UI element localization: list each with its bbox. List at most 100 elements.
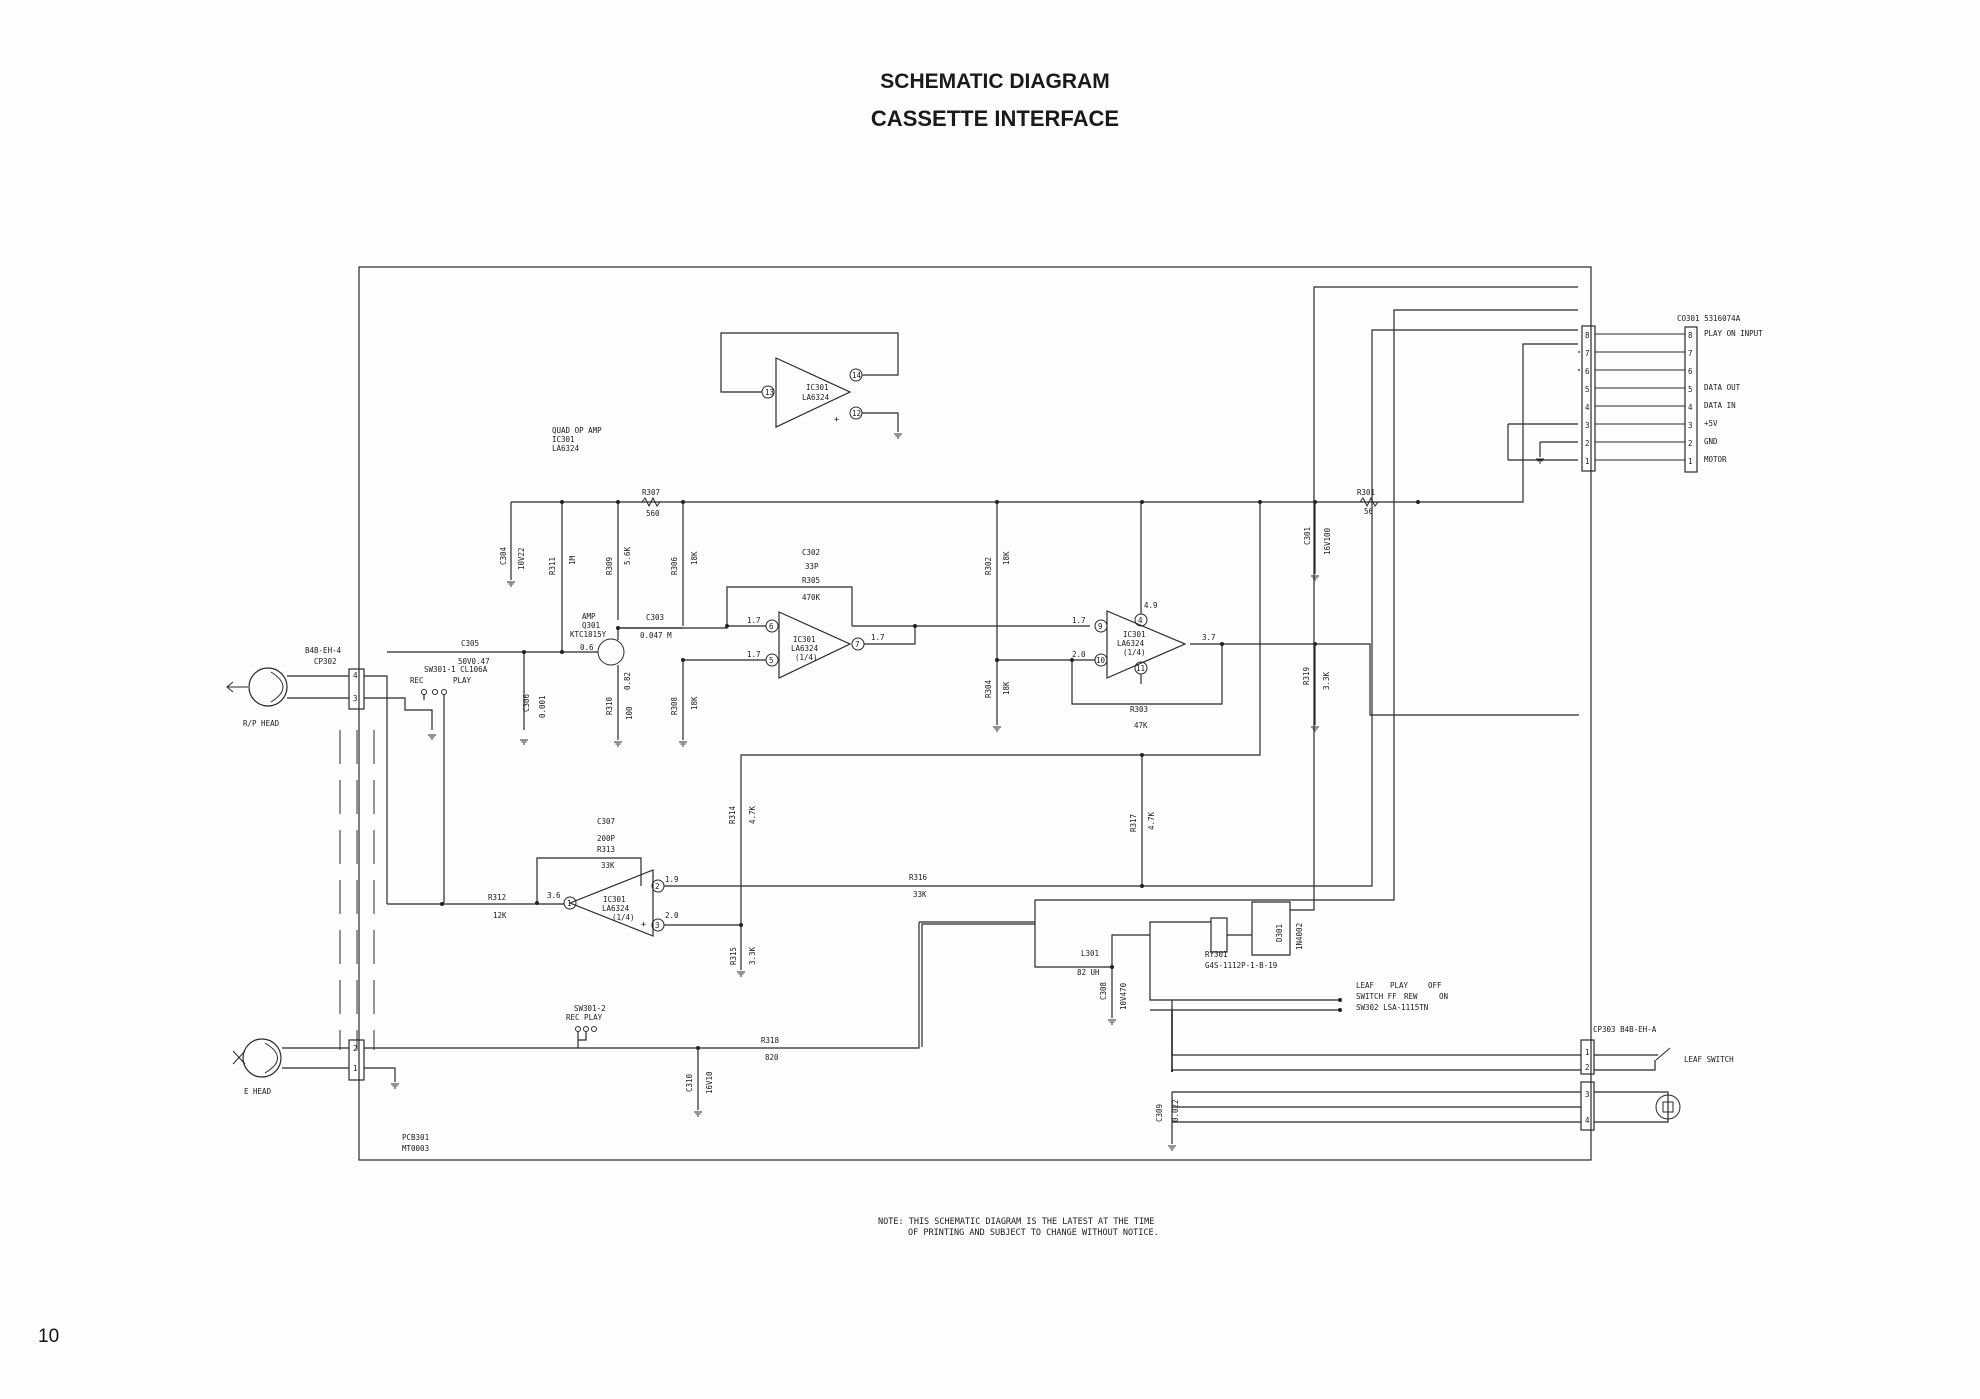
page-number: 10 — [38, 1326, 60, 1347]
motor-icon — [1655, 1094, 1681, 1120]
c306-value: 0.001 — [538, 695, 547, 718]
svg-text:+: + — [641, 920, 646, 930]
c307-value: 200P — [597, 834, 616, 843]
v-q-emit: 0.82 — [623, 672, 632, 690]
c306-name: C306 — [522, 693, 531, 712]
pcb-label-1: PCB301 — [402, 1133, 429, 1142]
ic-right: IC301 LA6324 (1/4) 9 10 4 11 1.7 2.0 4.9… — [1072, 601, 1216, 679]
ic-top-label-2: LA6324 — [802, 393, 830, 402]
c310-value: 16V10 — [705, 1071, 714, 1094]
v-right-in9: 1.7 — [1072, 616, 1086, 625]
sig-data-out: DATA OUT — [1704, 383, 1741, 392]
ic-mid: IC301 LA6324 (1/4) 6 5 7 1.7 1.7 1.7 — [747, 611, 885, 679]
c304-value: 10V22 — [517, 547, 526, 570]
r308-value: 18K — [690, 696, 699, 710]
leaf-1: LEAF — [1356, 981, 1375, 990]
c308-value: 10V470 — [1119, 982, 1128, 1010]
co301-side-7: 7 — [1688, 349, 1693, 358]
v-right-v4: 4.9 — [1144, 601, 1158, 610]
note-line-2: OF PRINTING AND SUBJECT TO CHANGE WITHOU… — [908, 1228, 1159, 1238]
l301-value: 82 UH — [1077, 968, 1100, 977]
ic-right-label-2: LA6324 — [1117, 639, 1145, 648]
r305-value: 470K — [802, 593, 821, 602]
ic-low-label-2: LA6324 — [602, 904, 630, 913]
r316-value: 33K — [913, 890, 927, 899]
r301-name: R301 — [1357, 488, 1375, 497]
page-title: SCHEMATIC DIAGRAM — [880, 70, 1110, 93]
c307-name: C307 — [597, 817, 615, 826]
r313-name: R313 — [597, 845, 615, 854]
sig-5v: +5V — [1704, 419, 1718, 428]
pcb-label-2: MT0003 — [402, 1144, 429, 1153]
r313-value: 33K — [601, 861, 615, 870]
e-head-label: E HEAD — [244, 1087, 272, 1096]
cp302-connector — [348, 668, 365, 710]
c303-name: C303 — [646, 613, 664, 622]
pin-3-label: 3 — [655, 921, 660, 930]
cp303-pin-3: 3 — [1585, 1090, 1590, 1099]
r301-value: 56 — [1364, 507, 1374, 516]
leaf-5: REW — [1404, 992, 1418, 1001]
cp302-pin-2: 2 — [353, 1044, 358, 1053]
c310-name: C310 — [685, 1073, 694, 1092]
r309-value: 5.6K — [623, 546, 632, 565]
q301-transistor — [597, 638, 625, 666]
ic-lower: IC301 LA6324 (1/4) 1 2 3 3.6 1.9 2.0 + — [547, 869, 679, 937]
sig-motor: MOTOR — [1704, 455, 1727, 464]
q301-label-2: Q301 — [582, 621, 600, 630]
r316-name: R316 — [909, 873, 928, 882]
pin-2-label: 2 — [655, 882, 660, 891]
r319-value: 3.3K — [1322, 671, 1331, 690]
v-right-out: 3.7 — [1202, 633, 1216, 642]
r304-value: 18K — [1002, 681, 1011, 695]
ic-top-label-1: IC301 — [806, 383, 829, 392]
cp302-pin-4: 4 — [353, 671, 358, 680]
pin-5-label: 5 — [769, 656, 774, 665]
r317-name: R317 — [1129, 814, 1138, 832]
r311-name: R311 — [548, 557, 557, 575]
r310-value: 100 — [625, 706, 634, 720]
co301-pin-6: 6 — [1585, 367, 1590, 376]
r302-name: R302 — [984, 557, 993, 575]
pin-14-label: 14 — [852, 371, 862, 380]
co301-pin-7: 7 — [1585, 349, 1590, 358]
page-subtitle: CASSETTE INTERFACE — [870, 106, 1120, 131]
leaf-2: PLAY — [1390, 981, 1409, 990]
pin-6-label: 6 — [769, 622, 774, 631]
r319-name: R319 — [1302, 667, 1311, 685]
note-line-1: NOTE: THIS SCHEMATIC DIAGRAM IS THE LATE… — [878, 1217, 1154, 1227]
co301-pin-2: 2 — [1585, 439, 1590, 448]
cp303-pin-1: 1 — [1585, 1048, 1590, 1057]
v-right-in10: 2.0 — [1072, 650, 1086, 659]
r306-value: 18K — [690, 551, 699, 565]
co301-label: CO301 5316074A — [1677, 314, 1741, 323]
v-low-v2: 1.9 — [665, 875, 679, 884]
co301-side-6: 6 — [1688, 367, 1693, 376]
c301-name: C301 — [1303, 527, 1312, 545]
rp-head: R/P HEAD — [226, 667, 288, 728]
cp302-label-2: CP302 — [314, 657, 337, 666]
c305-value: 50V0.47 — [458, 657, 490, 666]
cp302-label-1: B4B-EH-4 — [305, 646, 342, 655]
c304-name: C304 — [499, 546, 508, 565]
sig-gnd: GND — [1704, 437, 1718, 446]
quad-op-amp-1: QUAD OP AMP — [552, 426, 602, 435]
ic-low-label-3: (1/4) — [612, 913, 635, 922]
sw301-2-label: SW301-2 — [574, 1004, 606, 1013]
cp302-pin-1: 1 — [353, 1064, 358, 1073]
r307-name: R307 — [642, 488, 660, 497]
v-low-v3: 2.0 — [665, 911, 679, 920]
r309-name: R309 — [605, 557, 614, 575]
pin-10-label: 10 — [1096, 656, 1106, 665]
pin-1-label: 1 — [567, 899, 572, 908]
co301-side-4: 4 — [1688, 403, 1693, 412]
r314-name: R314 — [728, 805, 737, 824]
supply-rail — [511, 343, 1578, 503]
co301-side-2: 2 — [1688, 439, 1693, 448]
rp-head-label: R/P HEAD — [243, 719, 280, 728]
v-low-in: 3.6 — [547, 891, 561, 900]
co301-side-1: 1 — [1688, 457, 1693, 466]
c309-name: C309 — [1155, 1104, 1164, 1122]
leaf-7: SW302 LSA-1115TN — [1356, 1003, 1428, 1012]
